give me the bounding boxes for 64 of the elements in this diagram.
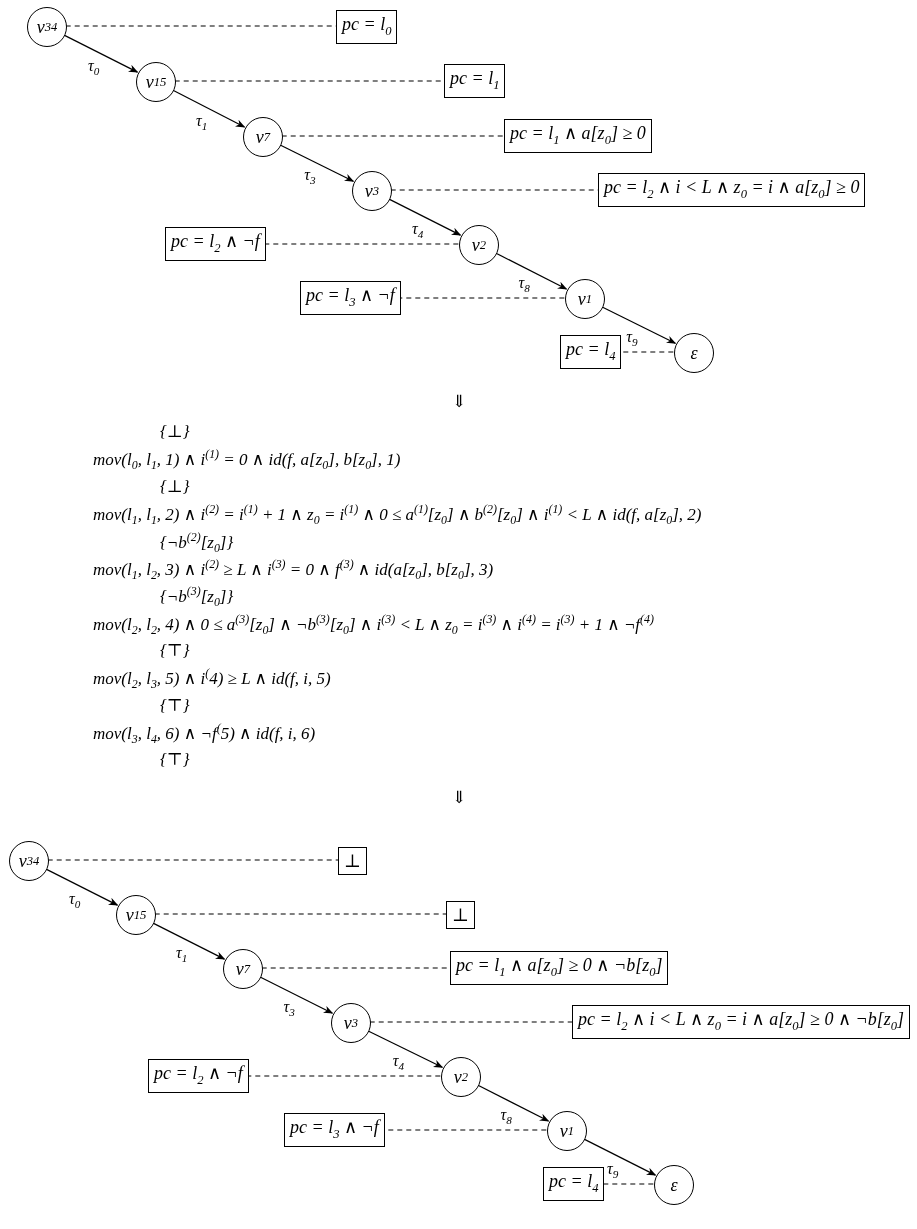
dashed-line [369,1021,573,1023]
formula-line: {⊥} [160,476,190,498]
edge-label: τ$_{8}$ [518,274,530,295]
dashed-line [281,135,505,137]
arrow [494,252,568,290]
dashed-line [265,243,459,245]
dashed-line [154,913,447,915]
condition-box: pc = l$_{2}$ ∧ ¬f [165,226,266,262]
arrow [171,89,246,128]
edge-label: τ$_{4}$ [392,1052,405,1073]
condition-box: pc = l$_{4}$ [560,334,622,370]
arrow [476,1084,550,1122]
formula-line: mov(l$_{0}$, l$_{1}$, 1) ∧ i$^{(1)}$ = 0 ∧ id(f, a[z$_{0}$], b[z$_{0}$], 1) [93,445,401,474]
condition-box: pc = l$_{3}$ ∧ ¬f [284,1112,385,1148]
formula-line: mov(l$_{2}$, l$_{2}$, 4) ∧ 0 ≤ a$^{(3)}$[z$_{0}$] ∧ ¬b$^{(3)}$[z$_{0}$] ∧ i$^{(3)}$ < L ∧ z$_{0}$ = i$^{(3)}$ ∧ i$^{(4)}$ = i$^{(3)}$ + 1 ∧ ¬f$^{(4)}$ [93,610,654,639]
edge-label: τ$_{4}$ [412,220,424,241]
dashed-line [603,1183,654,1185]
arrow [259,976,334,1014]
condition-box: pc = l$_{2}$ ∧ i < L ∧ z$_{0}$ = i ∧ a[z$_{0}$] ≥ 0 ∧ ¬b[z$_{0}$] [572,1004,911,1040]
implication-arrow: ⇓ [452,787,467,809]
condition-box: pc = l$_{3}$ ∧ ¬f [300,280,401,316]
formula-line: {⊤} [160,695,190,717]
edge-label: τ$_{9}$ [626,328,638,349]
arrow [279,144,355,182]
implication-arrow: ⇓ [452,391,467,413]
condition-box: pc = l$_{1}$ [444,63,506,99]
formula-line: mov(l$_{2}$, l$_{3}$, 5) ∧ i$^{(}$4) ≥ L ∧ id(f, i, 5) [93,664,331,693]
condition-box: pc = l$_{2}$ ∧ ¬f [148,1058,249,1094]
arrow [63,34,139,73]
formula-line: mov(l$_{1}$, l$_{2}$, 3) ∧ i$^{(2)}$ ≥ L ∧ i$^{(3)}$ = 0 ∧ f$^{(3)}$ ∧ id(a[z$_{0}$], b[z$_{0}$], 3) [93,555,494,584]
dashed-line [248,1075,441,1077]
edge-label: τ$_{1}$ [176,944,188,965]
formula-line: {⊤} [160,749,190,771]
condition-box: pc = l$_{0}$ [336,9,398,45]
edge-label: τ$_{9}$ [607,1160,619,1181]
state-circle: ε [674,333,714,373]
edge-label: τ$_{3}$ [283,998,295,1019]
dashed-line [620,351,674,353]
edge-label: τ$_{1}$ [196,111,208,132]
formula-line: mov(l$_{1}$, l$_{1}$, 2) ∧ i$^{(2)}$ = i$^{(1)}$ + 1 ∧ z$_{0}$ = i$^{(1)}$ ∧ 0 ≤ a$^{(1)}$[z$_{0}$] ∧ b$^{(2)}$[z$_{0}$] ∧ i$^{(1)}$ < L ∧ id(f, a[z$_{0}$], 2) [93,500,702,529]
edge-label: τ$_{0}$ [88,56,100,77]
condition-box: ⊥ [338,847,367,875]
arrow [388,198,462,236]
arrow [45,868,119,906]
condition-box: pc = l$_{4}$ [543,1166,605,1202]
arrow [583,1138,657,1176]
edge-label: τ$_{0}$ [69,890,81,911]
condition-box: pc = l$_{1}$ ∧ a[z$_{0}$] ≥ 0 [504,118,652,154]
dashed-line [400,297,565,299]
state-circle: ε [654,1165,694,1205]
edge-label: τ$_{8}$ [500,1106,512,1127]
formula-line: {¬b$^{(2)}$[z$_{0}$]} [160,528,234,557]
condition-box: pc = l$_{2}$ ∧ i < L ∧ z$_{0}$ = i ∧ a[z$_{0}$] ≥ 0 [598,172,866,208]
formula-line: {⊥} [160,421,190,443]
condition-box: ⊥ [446,901,475,929]
edge-label: τ$_{3}$ [304,166,316,187]
formula-line: mov(l$_{3}$, l$_{4}$, 6) ∧ ¬f$^{(}$5) ∧ id(f, i, 6) [93,719,316,748]
condition-box: pc = l$_{1}$ ∧ a[z$_{0}$] ≥ 0 ∧ ¬b[z$_{0}$] [450,950,669,986]
formula-line: {¬b$^{(3)}$[z$_{0}$]} [160,582,234,611]
arrow [601,306,677,344]
formula-line: {⊤} [160,640,190,662]
dashed-line [47,859,339,861]
arrow [152,922,226,960]
arrow [367,1030,444,1068]
